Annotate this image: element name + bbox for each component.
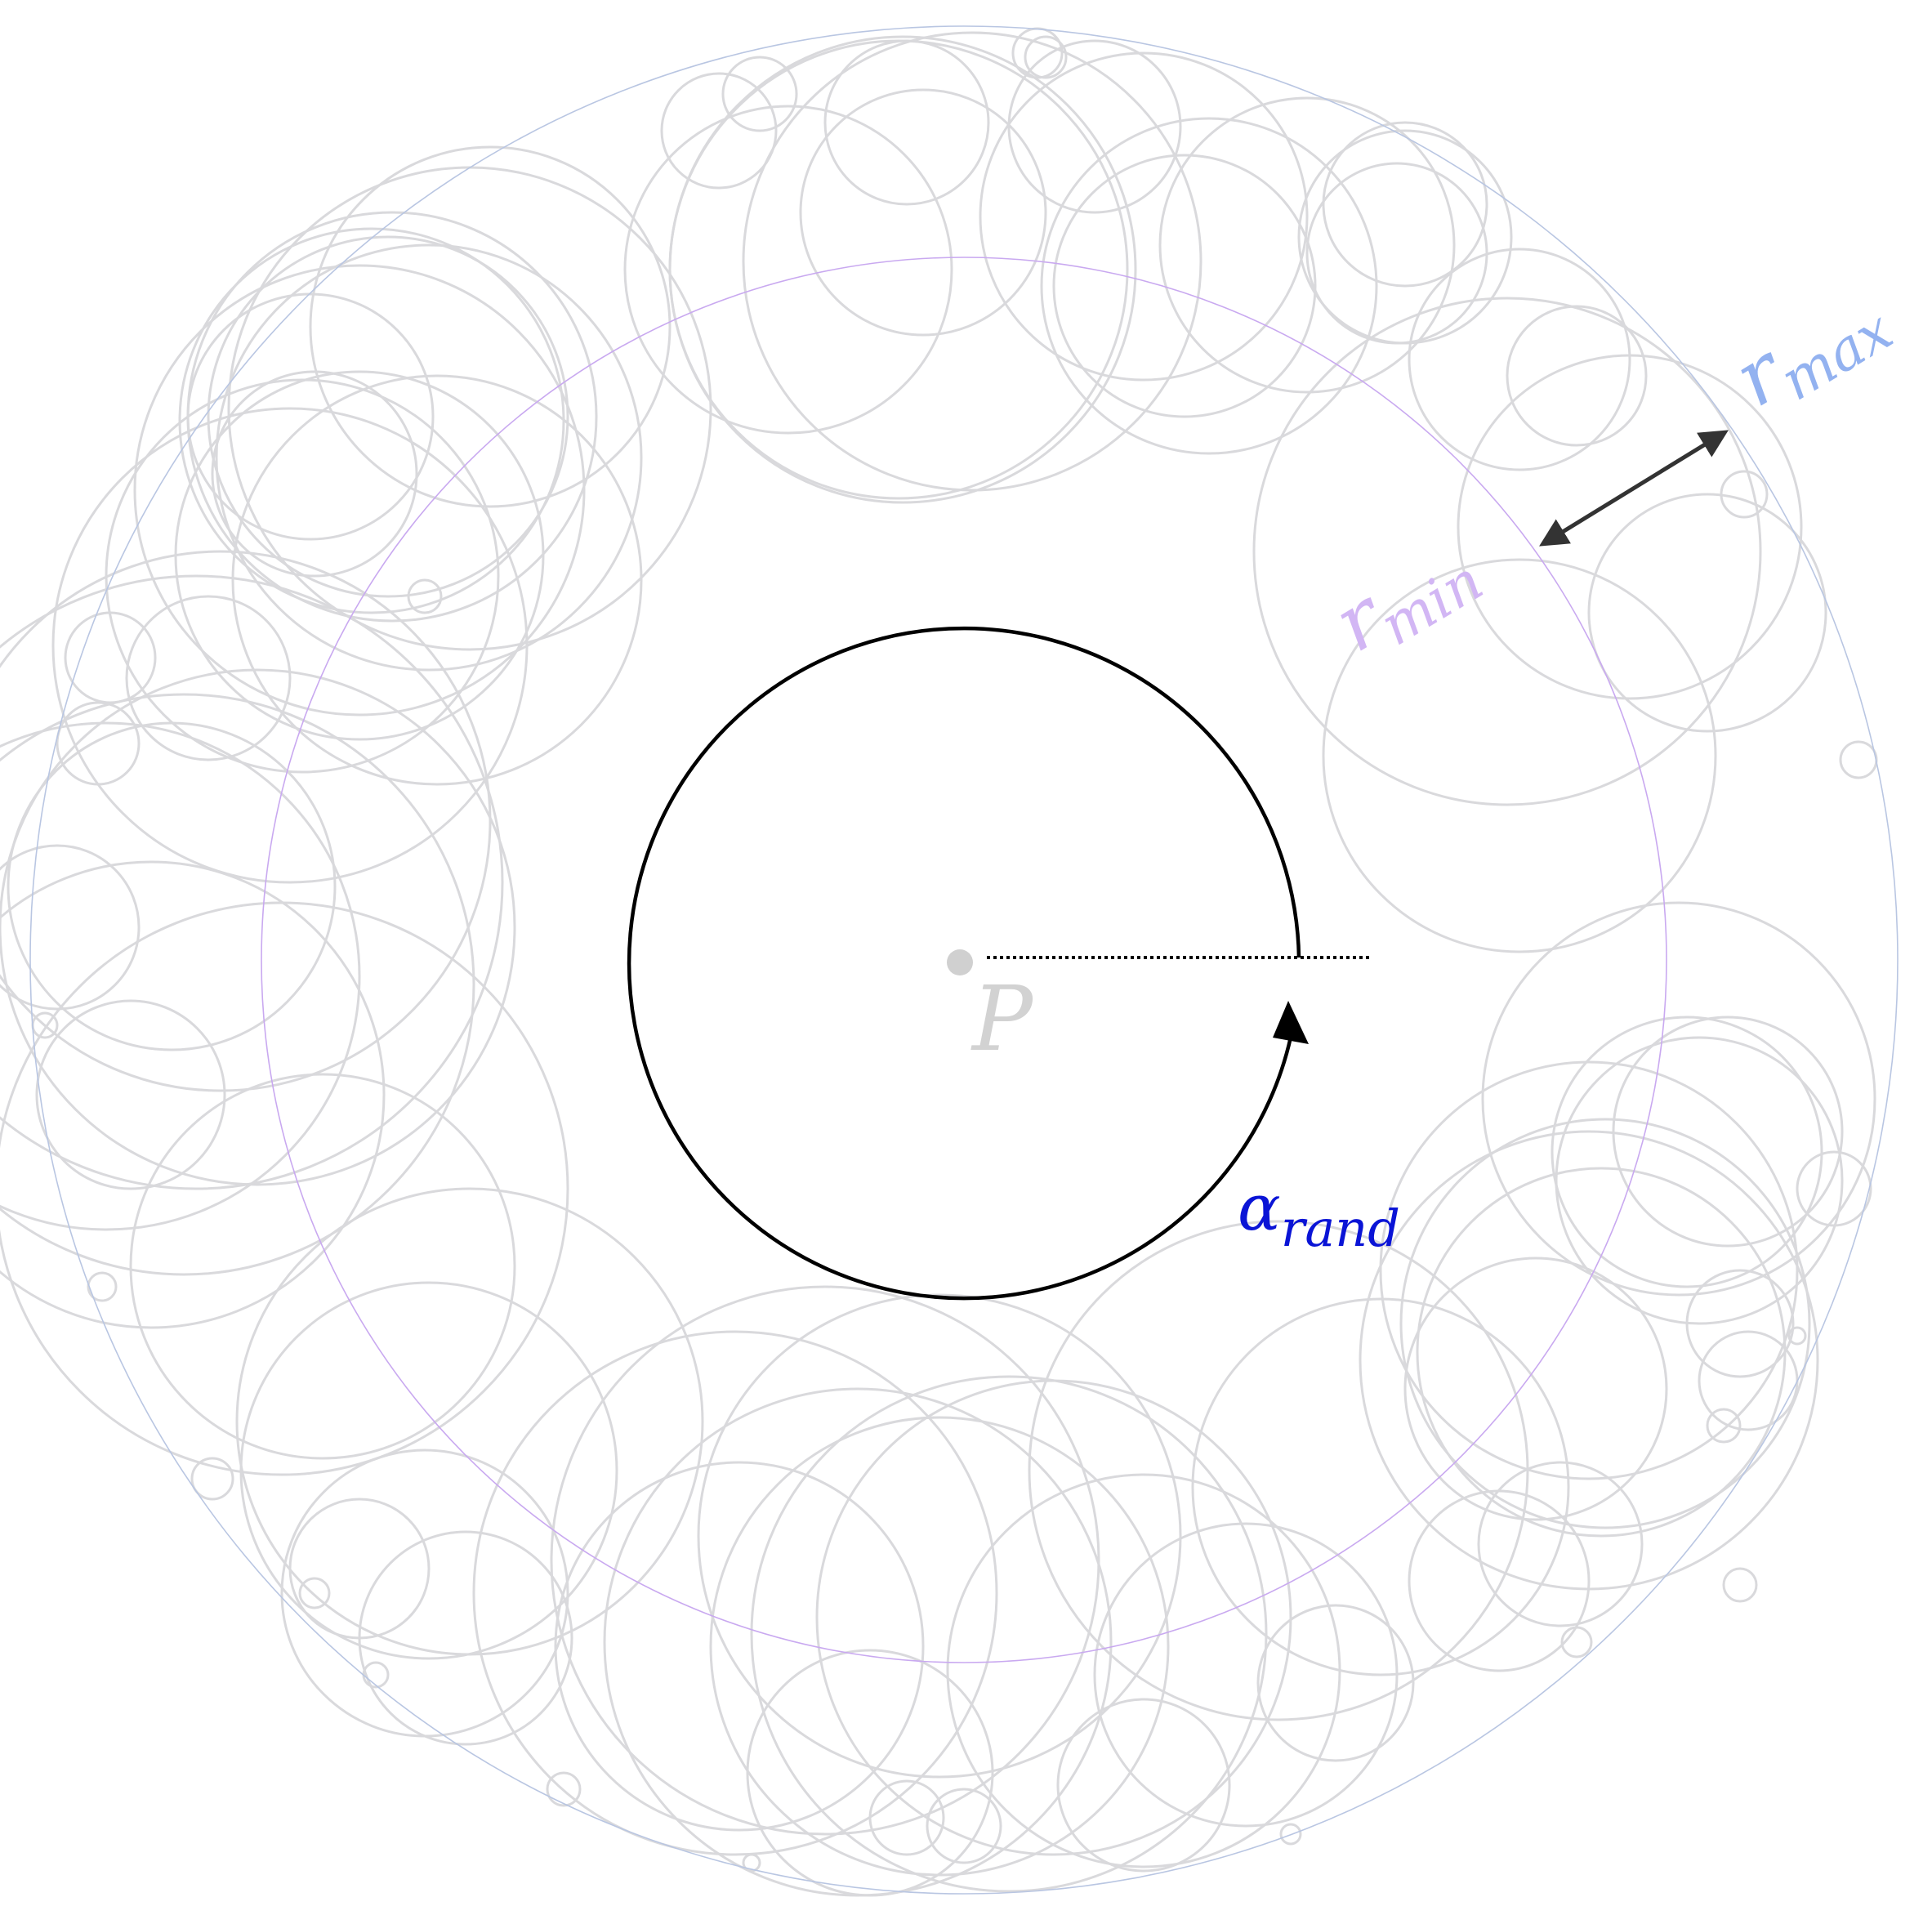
random-circle (1011, 27, 1064, 79)
angle-subscript: rand (1281, 1199, 1400, 1258)
random-circle (979, 51, 1309, 382)
random-circle (1408, 248, 1631, 471)
random-circle (1457, 354, 1803, 700)
inner-boundary-circle (261, 257, 1667, 1663)
random-circle (1279, 1823, 1302, 1846)
random-circle (868, 1779, 945, 1856)
random-circles-group (0, 27, 1878, 1897)
random-circle (946, 1473, 1341, 1868)
random-circle (1720, 470, 1769, 519)
random-circle (926, 1788, 1002, 1864)
random-circle (1551, 1016, 1823, 1288)
random-circle (721, 56, 798, 132)
random-circle (1052, 154, 1317, 418)
random-circle (174, 370, 545, 741)
random-circle (742, 1853, 761, 1873)
center-label: P (970, 966, 1034, 1071)
random-circle (35, 999, 226, 1190)
random-circle (746, 1649, 994, 1897)
random-circle (1722, 1567, 1758, 1603)
random-circle (697, 1293, 1182, 1779)
random-circle (178, 227, 565, 614)
random-circle (51, 407, 529, 884)
random-circle (1322, 121, 1488, 288)
random-circle (7, 721, 337, 1051)
random-circle (1839, 740, 1878, 779)
outer-boundary-circle (29, 25, 1899, 1895)
random-circle (1399, 1118, 1811, 1529)
random-circle (623, 105, 953, 435)
random-circle (309, 145, 672, 508)
random-circle (1158, 96, 1456, 394)
random-circle (1024, 35, 1068, 79)
random-circle (1040, 117, 1378, 455)
random-circle (56, 701, 141, 786)
random-circle (554, 1461, 925, 1832)
random-circle (231, 374, 643, 786)
random-circle (1093, 1522, 1399, 1828)
random-circle (1612, 1016, 1844, 1248)
random-circle (1796, 1150, 1872, 1227)
random-circle (64, 611, 157, 704)
random-circle (190, 1457, 234, 1501)
random-circle (1685, 1269, 1795, 1378)
random-circle (1007, 39, 1182, 214)
random-circle (1416, 1167, 1787, 1538)
angle-label: αrand (1238, 1172, 1400, 1258)
random-circle (668, 39, 1129, 500)
random-circle (1359, 1130, 1819, 1591)
angle-letter: α (1238, 1172, 1281, 1245)
random-circle (1403, 1257, 1668, 1521)
random-circle (407, 578, 443, 614)
radius-range-arrow (1539, 430, 1729, 547)
rotation-arc (627, 626, 1301, 1301)
random-circle (1560, 1626, 1593, 1658)
random-circle (709, 1416, 1170, 1877)
random-circle (239, 1281, 618, 1660)
random-circle (742, 31, 1202, 492)
center-point (947, 949, 973, 975)
random-circle (1481, 901, 1876, 1297)
random-circle (215, 243, 643, 672)
random-circle (0, 574, 504, 1190)
random-circle (211, 370, 418, 578)
random-circle (1555, 1036, 1844, 1325)
random-circle (235, 1187, 704, 1656)
random-circle (1191, 1297, 1570, 1676)
random-circle (1322, 558, 1717, 953)
random-circle (0, 860, 386, 1329)
random-circle (1305, 162, 1488, 345)
random-circle (0, 721, 361, 1231)
random-circle (0, 550, 492, 1092)
random-circle (1252, 297, 1762, 806)
random-circle (823, 39, 990, 206)
r-max-label: rmax (1719, 266, 1903, 433)
random-circle (1477, 1461, 1644, 1627)
r-min-label: rmin (1318, 517, 1494, 678)
random-circle (472, 1330, 998, 1856)
random-circle (750, 1375, 1268, 1893)
random-circle (133, 264, 586, 716)
random-circle (129, 1073, 516, 1460)
random-circle (0, 901, 569, 1476)
rotation-arrowhead (1273, 1001, 1309, 1044)
random-circle (288, 1498, 431, 1640)
random-circle (207, 235, 569, 598)
random-circle (125, 595, 292, 761)
random-circle (87, 1271, 118, 1302)
random-circle (799, 88, 1047, 337)
random-circle (1056, 1698, 1231, 1873)
random-circle (0, 844, 141, 1011)
random-circle (298, 1577, 331, 1609)
random-circle (0, 668, 516, 1186)
random-circle (1256, 1604, 1415, 1762)
random-circle (358, 1530, 573, 1746)
random-circle (0, 693, 475, 1276)
random-circle (1379, 1060, 1799, 1480)
random-circle (1706, 1408, 1742, 1444)
random-circle (660, 72, 778, 190)
random-circle (1787, 1326, 1807, 1346)
random-circle (546, 1771, 582, 1807)
